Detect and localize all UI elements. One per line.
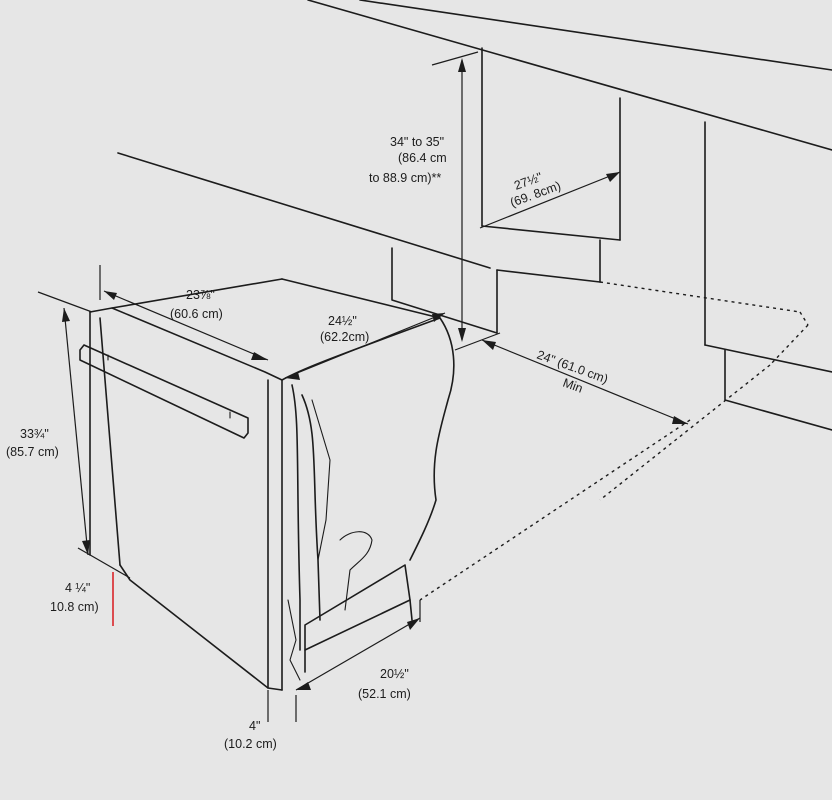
- unit-depth-label-2: (62.2cm): [320, 330, 369, 344]
- dimension-labels: 34" to 35" (86.4 cm to 88.9 cm)** 27½" (…: [6, 135, 610, 751]
- unit-height-label-1: 33¾": [20, 427, 49, 441]
- clearance-outline: [419, 281, 809, 601]
- dimension-lines: [37, 51, 689, 722]
- cabinet-height-label-3: to 88.9 cm)**: [369, 171, 441, 185]
- cabinet-height-label-1: 34" to 35": [390, 135, 444, 149]
- opening-width-label-1: 23⅞": [186, 288, 215, 302]
- min-clearance-label-2: Min: [561, 376, 585, 396]
- toe-kick-height-label-1: 4 ¼": [65, 581, 90, 595]
- door-open-depth-label-1: 20½": [380, 667, 409, 681]
- unit-height-label-2: (85.7 cm): [6, 445, 59, 459]
- dishwasher: [79, 278, 455, 691]
- toe-kick-depth-label-1: 4": [249, 719, 260, 733]
- opening-width-label-2: (60.6 cm): [170, 307, 223, 321]
- unit-depth-label-1: 24½": [328, 314, 357, 328]
- countertop-lines: [117, 0, 832, 373]
- door-open-depth-label-2: (52.1 cm): [358, 687, 411, 701]
- toe-kick-height-label-2: 10.8 cm): [50, 600, 99, 614]
- toe-kick-left: [391, 239, 601, 334]
- toe-kick-depth-label-2: (10.2 cm): [224, 737, 277, 751]
- toe-kick-right: [724, 349, 832, 431]
- cabinet-height-label-2: (86.4 cm: [398, 151, 447, 165]
